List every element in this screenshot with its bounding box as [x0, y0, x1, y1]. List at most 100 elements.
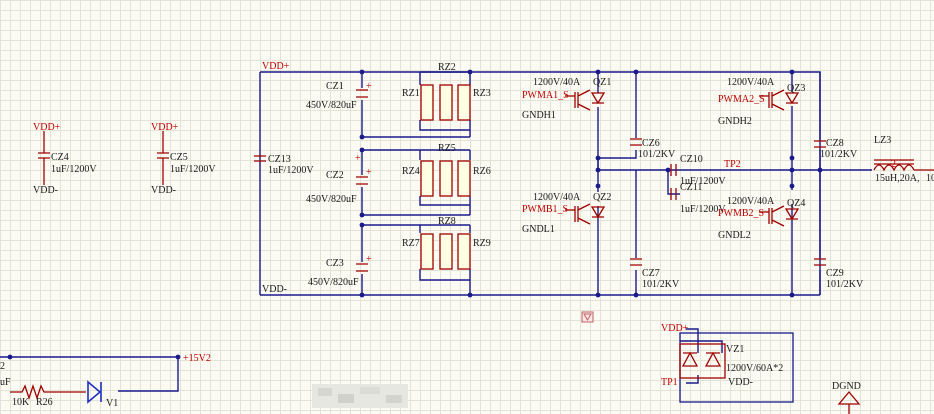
- plus15-label: +15V2: [183, 353, 211, 364]
- cz8-ref: CZ8: [826, 138, 844, 149]
- rz2-ref: RZ2: [438, 62, 456, 73]
- v1-ref: V1: [106, 398, 118, 409]
- right-leg-wires: [791, 72, 872, 295]
- r26-ref: R26: [36, 397, 53, 408]
- marker-icon[interactable]: [581, 311, 594, 323]
- resistor-rz1[interactable]: RZ1: [402, 84, 434, 121]
- rz3-ref: RZ3: [473, 88, 491, 99]
- rz5-ref: RZ5: [438, 143, 456, 154]
- capacitor-cz1[interactable]: + CZ1 450V/820uF: [306, 81, 372, 111]
- resistor-group-2: [419, 150, 471, 215]
- qz1-ref: QZ1: [593, 77, 611, 88]
- capacitor-cz2[interactable]: + + CZ2 450V/820uF: [306, 153, 372, 205]
- resistor-rz4[interactable]: RZ4: [402, 160, 434, 197]
- capacitor-cz13[interactable]: CZ13 1uF/1200V: [254, 154, 314, 176]
- vz1-vdd-minus-label: VDD-: [728, 377, 753, 388]
- cz1-value: 450V/820uF: [306, 100, 357, 111]
- vz1-vdd-plus-label: VDD+: [661, 323, 689, 334]
- cz6-ref: CZ6: [642, 138, 660, 149]
- qz1-rating: 1200V/40A: [533, 77, 581, 88]
- qz2-rating: 1200V/40A: [533, 192, 581, 203]
- resistor-rz2[interactable]: RZ2: [438, 62, 456, 121]
- resistor-group-1: [419, 71, 471, 137]
- rz8-ref: RZ8: [438, 216, 456, 227]
- cz4-vdd-minus-label: VDD-: [33, 185, 58, 196]
- capacitor-cz9[interactable]: CZ9 101/2KV: [814, 258, 864, 290]
- junction-dots: [359, 69, 823, 298]
- svg-text:+: +: [366, 81, 372, 92]
- capacitor-cz6[interactable]: CZ6 101/2KV: [630, 138, 676, 160]
- resistor-rz6[interactable]: RZ6: [457, 160, 491, 197]
- resistor-rz7[interactable]: RZ7: [402, 233, 434, 270]
- rz1-ref: RZ1: [402, 88, 420, 99]
- module-vz1[interactable]: VDD+ VZ1 1200V/60A*2 VDD- TP1: [661, 323, 794, 403]
- capacitor-cz7[interactable]: CZ7 101/2KV: [630, 258, 680, 290]
- svg-text:+: +: [366, 254, 372, 265]
- cz11-ref: CZ11: [680, 182, 702, 193]
- resistor-rz3[interactable]: RZ3: [457, 84, 491, 121]
- igbt-qz1[interactable]: 1200V/40A QZ1 PWMA1_S GNDH1: [522, 77, 611, 121]
- qz4-rating: 1200V/40A: [727, 196, 775, 207]
- cz9-ref: CZ9: [826, 268, 844, 279]
- cz4-vdd-plus-label: VDD+: [33, 122, 61, 133]
- qz2-gate-label: PWMB1_S: [522, 204, 568, 215]
- capacitor-cz10[interactable]: CZ10 1uF/1200V: [670, 154, 726, 187]
- cz5-value: 1uF/1200V: [170, 164, 216, 175]
- cz5-ref: CZ5: [170, 152, 188, 163]
- igbt-qz2[interactable]: 1200V/40A QZ2 PWMB1_S GNDL1: [522, 192, 611, 235]
- cz5-vdd-plus-label: VDD+: [151, 122, 179, 133]
- capacitor-cz11[interactable]: CZ11 1uF/1200V: [670, 182, 726, 215]
- cz13-ref: CZ13: [268, 154, 291, 165]
- rz6-ref: RZ6: [473, 166, 491, 177]
- bus-vdd-plus-label: VDD+: [262, 61, 290, 72]
- rz4-ref: RZ4: [402, 166, 420, 177]
- electrolytic-stack: [361, 72, 470, 295]
- qz4-gate-label: PWMB2_S: [718, 208, 764, 219]
- inductor-lz3[interactable]: 2 LZ3 15uH,20A, 10: [873, 135, 934, 184]
- capacitor-cz8[interactable]: CZ8 101/2KV: [814, 138, 858, 160]
- led-circuit: +15V2 2 uF 10K R26 V1: [0, 353, 211, 409]
- qz2-ref: QZ2: [593, 192, 611, 203]
- cz9-value: 101/2KV: [826, 279, 864, 290]
- edge-cap-value: uF: [0, 377, 11, 388]
- tp1-label: TP1: [661, 377, 678, 388]
- bus-vdd-minus-label: VDD-: [262, 284, 287, 295]
- svg-text:2: 2: [891, 159, 896, 170]
- vz1-value: 1200V/60A*2: [726, 363, 783, 374]
- lz3-value-truncated: 10: [926, 173, 934, 184]
- cz11-value: 1uF/1200V: [680, 204, 726, 215]
- rz9-ref: RZ9: [473, 238, 491, 249]
- cz4-ref: CZ4: [51, 152, 69, 163]
- rz7-ref: RZ7: [402, 238, 420, 249]
- qz3-source-label: GNDH2: [718, 116, 752, 127]
- capacitor-cz4[interactable]: VDD+ CZ4 1uF/1200V VDD-: [33, 122, 97, 196]
- cz1-ref: CZ1: [326, 81, 344, 92]
- dgnd-symbol[interactable]: DGND: [832, 381, 861, 414]
- lz3-ref: LZ3: [874, 135, 891, 146]
- resistor-rz9[interactable]: RZ9: [457, 233, 491, 270]
- dgnd-label: DGND: [832, 381, 861, 392]
- tp2-label: TP2: [724, 159, 741, 170]
- resistor-rz5[interactable]: RZ5: [438, 143, 456, 197]
- vz1-ref: VZ1: [726, 344, 744, 355]
- resistor-group-3: [419, 225, 471, 295]
- resistor-rz8[interactable]: RZ8: [438, 216, 456, 270]
- cz10-value: 1uF/1200V: [680, 176, 726, 187]
- cz3-ref: CZ3: [326, 258, 344, 269]
- igbt-qz4[interactable]: 1200V/40A QZ4 PWMB2_S GNDL2: [718, 196, 805, 241]
- capacitor-cz3[interactable]: + CZ3 450V/820uF: [308, 254, 372, 288]
- igbt-qz3[interactable]: 1200V/40A QZ3 PWMA2_S GNDH2: [718, 77, 805, 127]
- qz3-ref: QZ3: [787, 83, 805, 94]
- edge-cap-ref: 2: [0, 361, 5, 372]
- cz2-value: 450V/820uF: [306, 194, 357, 205]
- cz13-value: 1uF/1200V: [268, 165, 314, 176]
- blurred-region: [312, 384, 408, 408]
- qz4-ref: QZ4: [787, 198, 805, 209]
- cz6-value: 101/2KV: [638, 149, 676, 160]
- svg-text:+: +: [355, 153, 361, 164]
- cz5-vdd-minus-label: VDD-: [151, 185, 176, 196]
- capacitor-cz5[interactable]: VDD+ CZ5 1uF/1200V VDD-: [151, 122, 216, 196]
- cz10-ref: CZ10: [680, 154, 703, 165]
- svg-text:+: +: [366, 167, 372, 178]
